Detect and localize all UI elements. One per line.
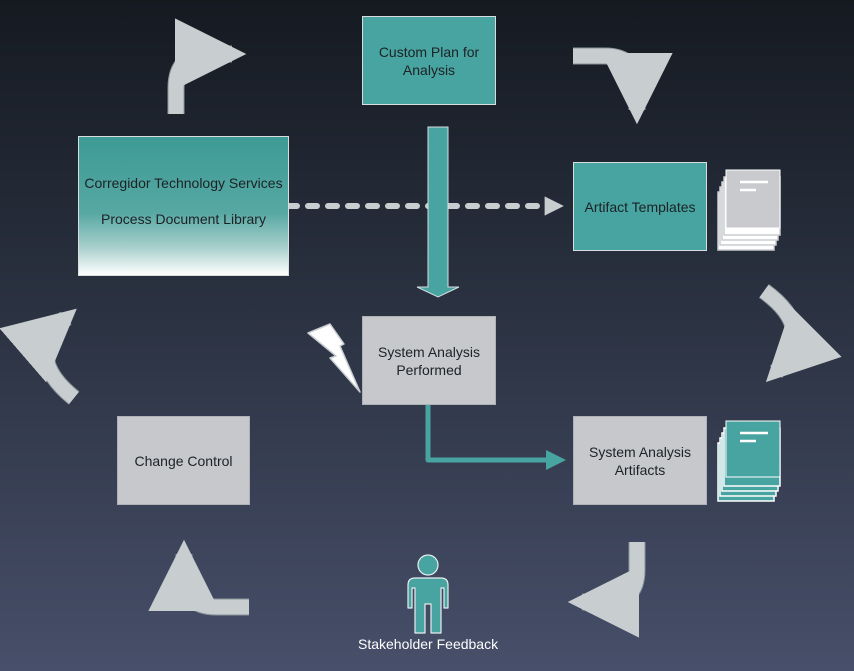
system-analysis-artifacts-line-1: System Analysis: [589, 443, 691, 460]
person-icon: [407, 554, 449, 634]
cycle-arrow-icon: [758, 284, 842, 383]
system-analysis-artifacts-box: System Analysis Artifacts: [573, 416, 707, 505]
library-line-1: Corregidor Technology Services: [84, 175, 283, 191]
library-line-2: Process Document Library: [101, 211, 266, 227]
document-library-box: Corregidor Technology Services Process D…: [78, 136, 289, 276]
stakeholder-feedback-label: Stakeholder Feedback: [358, 636, 499, 652]
cycle-arrow-icon: [148, 539, 249, 616]
system-analysis-performed-line-2: Performed: [396, 361, 462, 378]
system-analysis-performed-box: System Analysis Performed: [362, 316, 496, 405]
down-arrow-icon: [416, 126, 460, 298]
cycle-arrow-icon: [567, 542, 646, 638]
custom-plan-line-1: Custom Plan for: [378, 43, 480, 60]
cycle-arrow-icon: [167, 18, 247, 114]
document-stack-icon: [717, 420, 781, 502]
elbow-arrow-icon: [425, 405, 566, 470]
change-control-box: Change Control: [117, 416, 250, 505]
change-control-label: Change Control: [134, 452, 233, 469]
cycle-arrow-icon: [0, 308, 80, 405]
cycle-arrow-icon: [573, 47, 673, 125]
custom-plan-box: Custom Plan for Analysis: [362, 16, 496, 105]
document-stack-icon: [717, 169, 781, 251]
artifact-templates-label: Artifact Templates: [584, 198, 696, 215]
system-analysis-artifacts-line-2: Artifacts: [614, 461, 666, 478]
lightning-bolt-icon: [307, 323, 361, 393]
system-analysis-performed-line-1: System Analysis: [378, 343, 480, 360]
artifact-templates-box: Artifact Templates: [573, 162, 707, 251]
custom-plan-line-2: Analysis: [402, 61, 456, 78]
